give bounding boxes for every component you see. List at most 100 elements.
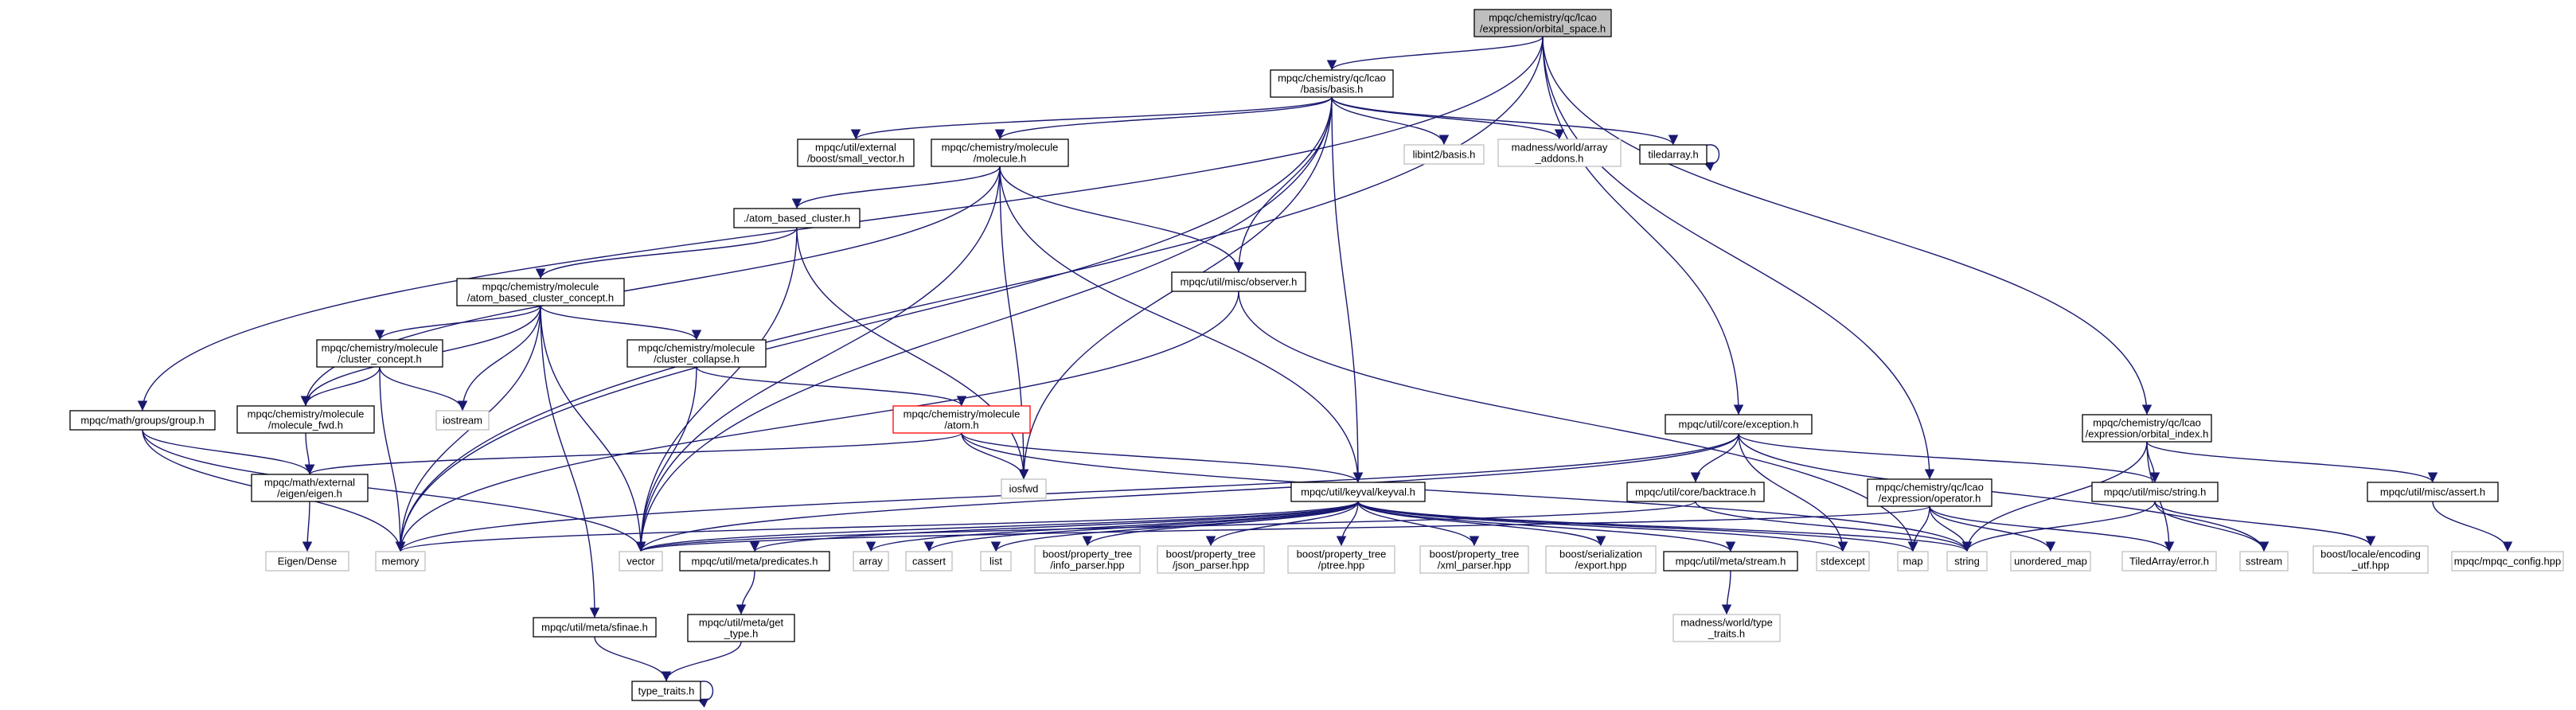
node-predicates[interactable]: mpqc/util/meta/predicates.h [679, 551, 830, 572]
node-box-eigen [251, 474, 369, 502]
node-label-info_parser-line-1: /info_parser.hpp [1050, 560, 1124, 572]
edge-atom-to-eigen [305, 432, 962, 475]
node-string: string [1946, 551, 1988, 572]
edge-cluster_collapse-to-atom [696, 366, 967, 407]
node-box-stdexcept [1816, 551, 1870, 572]
edge-cluster_concept-to-memory [379, 366, 406, 552]
node-abc_concept[interactable]: mpqc/chemistry/molecule/atom_based_clust… [456, 278, 625, 306]
node-label-get_type-line-0: mpqc/util/meta/get [699, 617, 784, 629]
edge-group-to-vector [142, 429, 646, 552]
node-eigen[interactable]: mpqc/math/external/eigen/eigen.h [251, 474, 369, 502]
node-vector: vector [619, 551, 663, 572]
node-exception[interactable]: mpqc/util/core/exception.h [1665, 414, 1813, 435]
edge-abc_concept-to-sfinae [540, 305, 600, 618]
edge-type_traits-to-type_traits [697, 681, 714, 708]
node-sfinae[interactable]: mpqc/util/meta/sfinae.h [533, 617, 657, 638]
edge-observer-to-memory [395, 291, 1239, 552]
node-array_addons: madness/world/array_addons.h [1497, 138, 1622, 167]
node-label-small_vector-line-1: /boost/small_vector.h [807, 153, 904, 165]
edge-exception-to-vector [635, 433, 1739, 552]
edge-atom_based_cluster-to-abc_concept [535, 227, 798, 279]
node-box-abc_concept [456, 278, 625, 306]
node-label-orbital_space-line-1: /expression/orbital_space.h [1480, 23, 1606, 35]
node-observer[interactable]: mpqc/util/misc/observer.h [1171, 271, 1306, 292]
node-label-atom-line-0: mpqc/chemistry/molecule [904, 408, 1021, 420]
node-box-tiledarray [1639, 144, 1708, 165]
node-box-type_traits [631, 681, 701, 701]
node-atom_based_cluster[interactable]: ./atom_based_cluster.h [733, 208, 861, 228]
node-label-sfinae-line-0: mpqc/util/meta/sfinae.h [541, 622, 648, 634]
node-cluster_collapse[interactable]: mpqc/chemistry/molecule/cluster_collapse… [626, 339, 767, 368]
node-list: list [980, 551, 1012, 572]
node-box-operator [1867, 478, 1992, 507]
edge-abc_concept-to-vector [540, 305, 646, 552]
edge-keyval-to-string [1357, 501, 1972, 552]
node-label-orbital_index-line-0: mpqc/chemistry/qc/lcao [2093, 417, 2201, 429]
node-box-libint2_basis [1403, 144, 1485, 165]
node-meta_stream[interactable]: mpqc/util/meta/stream.h [1663, 551, 1798, 572]
edge-molecule-to-keyval [999, 166, 1364, 483]
node-label-small_vector-line-0: mpqc/util/external [815, 142, 896, 154]
edge-atom-to-keyval [961, 432, 1364, 483]
edge-molecule-to-molecule_fwd [300, 166, 1001, 407]
edge-operator-to-unordered_map [1929, 505, 2056, 552]
node-keyval[interactable]: mpqc/util/keyval/keyval.h [1290, 482, 1426, 502]
node-tiledarray[interactable]: tiledarray.h [1639, 144, 1708, 165]
node-operator[interactable]: mpqc/chemistry/qc/lcao/expression/operat… [1867, 478, 1992, 507]
edge-eigen-to-eigen_dense [302, 501, 313, 552]
node-box-misc_string [2091, 482, 2219, 502]
node-orbital_index[interactable]: mpqc/chemistry/qc/lcao/expression/orbita… [2082, 414, 2212, 443]
node-box-iostream [435, 410, 490, 431]
node-basis[interactable]: mpqc/chemistry/qc/lcao/basis/basis.h [1270, 69, 1394, 98]
node-libint2_basis: libint2/basis.h [1403, 144, 1485, 165]
node-atom[interactable]: mpqc/chemistry/molecule/atom.h [892, 405, 1031, 434]
node-box-unordered_map [2010, 551, 2091, 572]
node-box-type_traits_madness [1672, 614, 1781, 642]
node-label-cluster_collapse-line-0: mpqc/chemistry/molecule [638, 342, 755, 354]
edge-atom_based_cluster-to-vector [635, 227, 798, 552]
node-molecule[interactable]: mpqc/chemistry/molecule/molecule.h [931, 138, 1069, 167]
edge-molecule-to-observer [999, 166, 1244, 273]
node-label-observer-line-0: mpqc/util/misc/observer.h [1181, 276, 1298, 288]
node-ptree: boost/property_tree/ptree.hpp [1287, 545, 1395, 574]
node-box-observer [1171, 271, 1306, 292]
node-cluster_concept[interactable]: mpqc/chemistry/molecule/cluster_concept.… [316, 339, 443, 368]
node-label-cassert-line-0: cassert [912, 556, 946, 568]
edge-abc_concept-to-cluster_collapse [540, 305, 702, 341]
node-label-libint2_basis-line-0: libint2/basis.h [1413, 149, 1476, 161]
node-label-abc_concept-line-1: /atom_based_cluster_concept.h [467, 292, 614, 304]
node-get_type[interactable]: mpqc/util/meta/get_type.h [687, 614, 795, 642]
node-misc_assert[interactable]: mpqc/util/misc/assert.h [2367, 482, 2499, 502]
node-label-vector-line-0: vector [626, 556, 655, 568]
node-label-group-line-0: mpqc/math/groups/group.h [80, 415, 204, 427]
edge-cluster_concept-to-molecule_fwd [300, 366, 381, 407]
node-type_traits[interactable]: type_traits.h [631, 681, 701, 701]
node-group[interactable]: mpqc/math/groups/group.h [69, 410, 216, 431]
edge-molecule-to-atom_based_cluster [791, 166, 1001, 209]
edge-exception-to-sstream [1738, 433, 2270, 552]
node-small_vector[interactable]: mpqc/util/external/boost/small_vector.h [797, 138, 915, 167]
node-label-misc_string-line-0: mpqc/util/misc/string.h [2104, 486, 2207, 498]
edge-keyval-to-ser_export [1357, 501, 1606, 547]
node-box-get_type [687, 614, 795, 642]
edge-basis-to-molecule [994, 96, 1333, 140]
node-orbital_space[interactable]: mpqc/chemistry/qc/lcao/expression/orbita… [1473, 9, 1612, 37]
node-box-info_parser [1034, 545, 1141, 574]
node-label-array-line-0: array [859, 556, 883, 568]
node-array: array [853, 551, 889, 572]
node-label-string-line-0: string [1954, 556, 1980, 568]
node-type_traits_madness: madness/world/type_traits.h [1672, 614, 1781, 642]
node-backtrace[interactable]: mpqc/util/core/backtrace.h [1626, 482, 1765, 502]
node-encoding_utf: boost/locale/encoding_utf.hpp [2313, 545, 2429, 574]
node-misc_string[interactable]: mpqc/util/misc/string.h [2091, 482, 2219, 502]
node-box-backtrace [1626, 482, 1765, 502]
node-molecule_fwd[interactable]: mpqc/chemistry/molecule/molecule_fwd.h [236, 405, 375, 434]
edge-misc_string-to-string [1961, 501, 2156, 552]
node-cassert: cassert [905, 551, 953, 572]
node-label-iostream-line-0: iostream [443, 415, 482, 427]
edge-exception-to-memory [395, 433, 1739, 552]
node-box-molecule_fwd [236, 405, 375, 434]
node-box-array [853, 551, 889, 572]
node-box-small_vector [797, 138, 915, 167]
node-box-cluster_collapse [626, 339, 767, 368]
